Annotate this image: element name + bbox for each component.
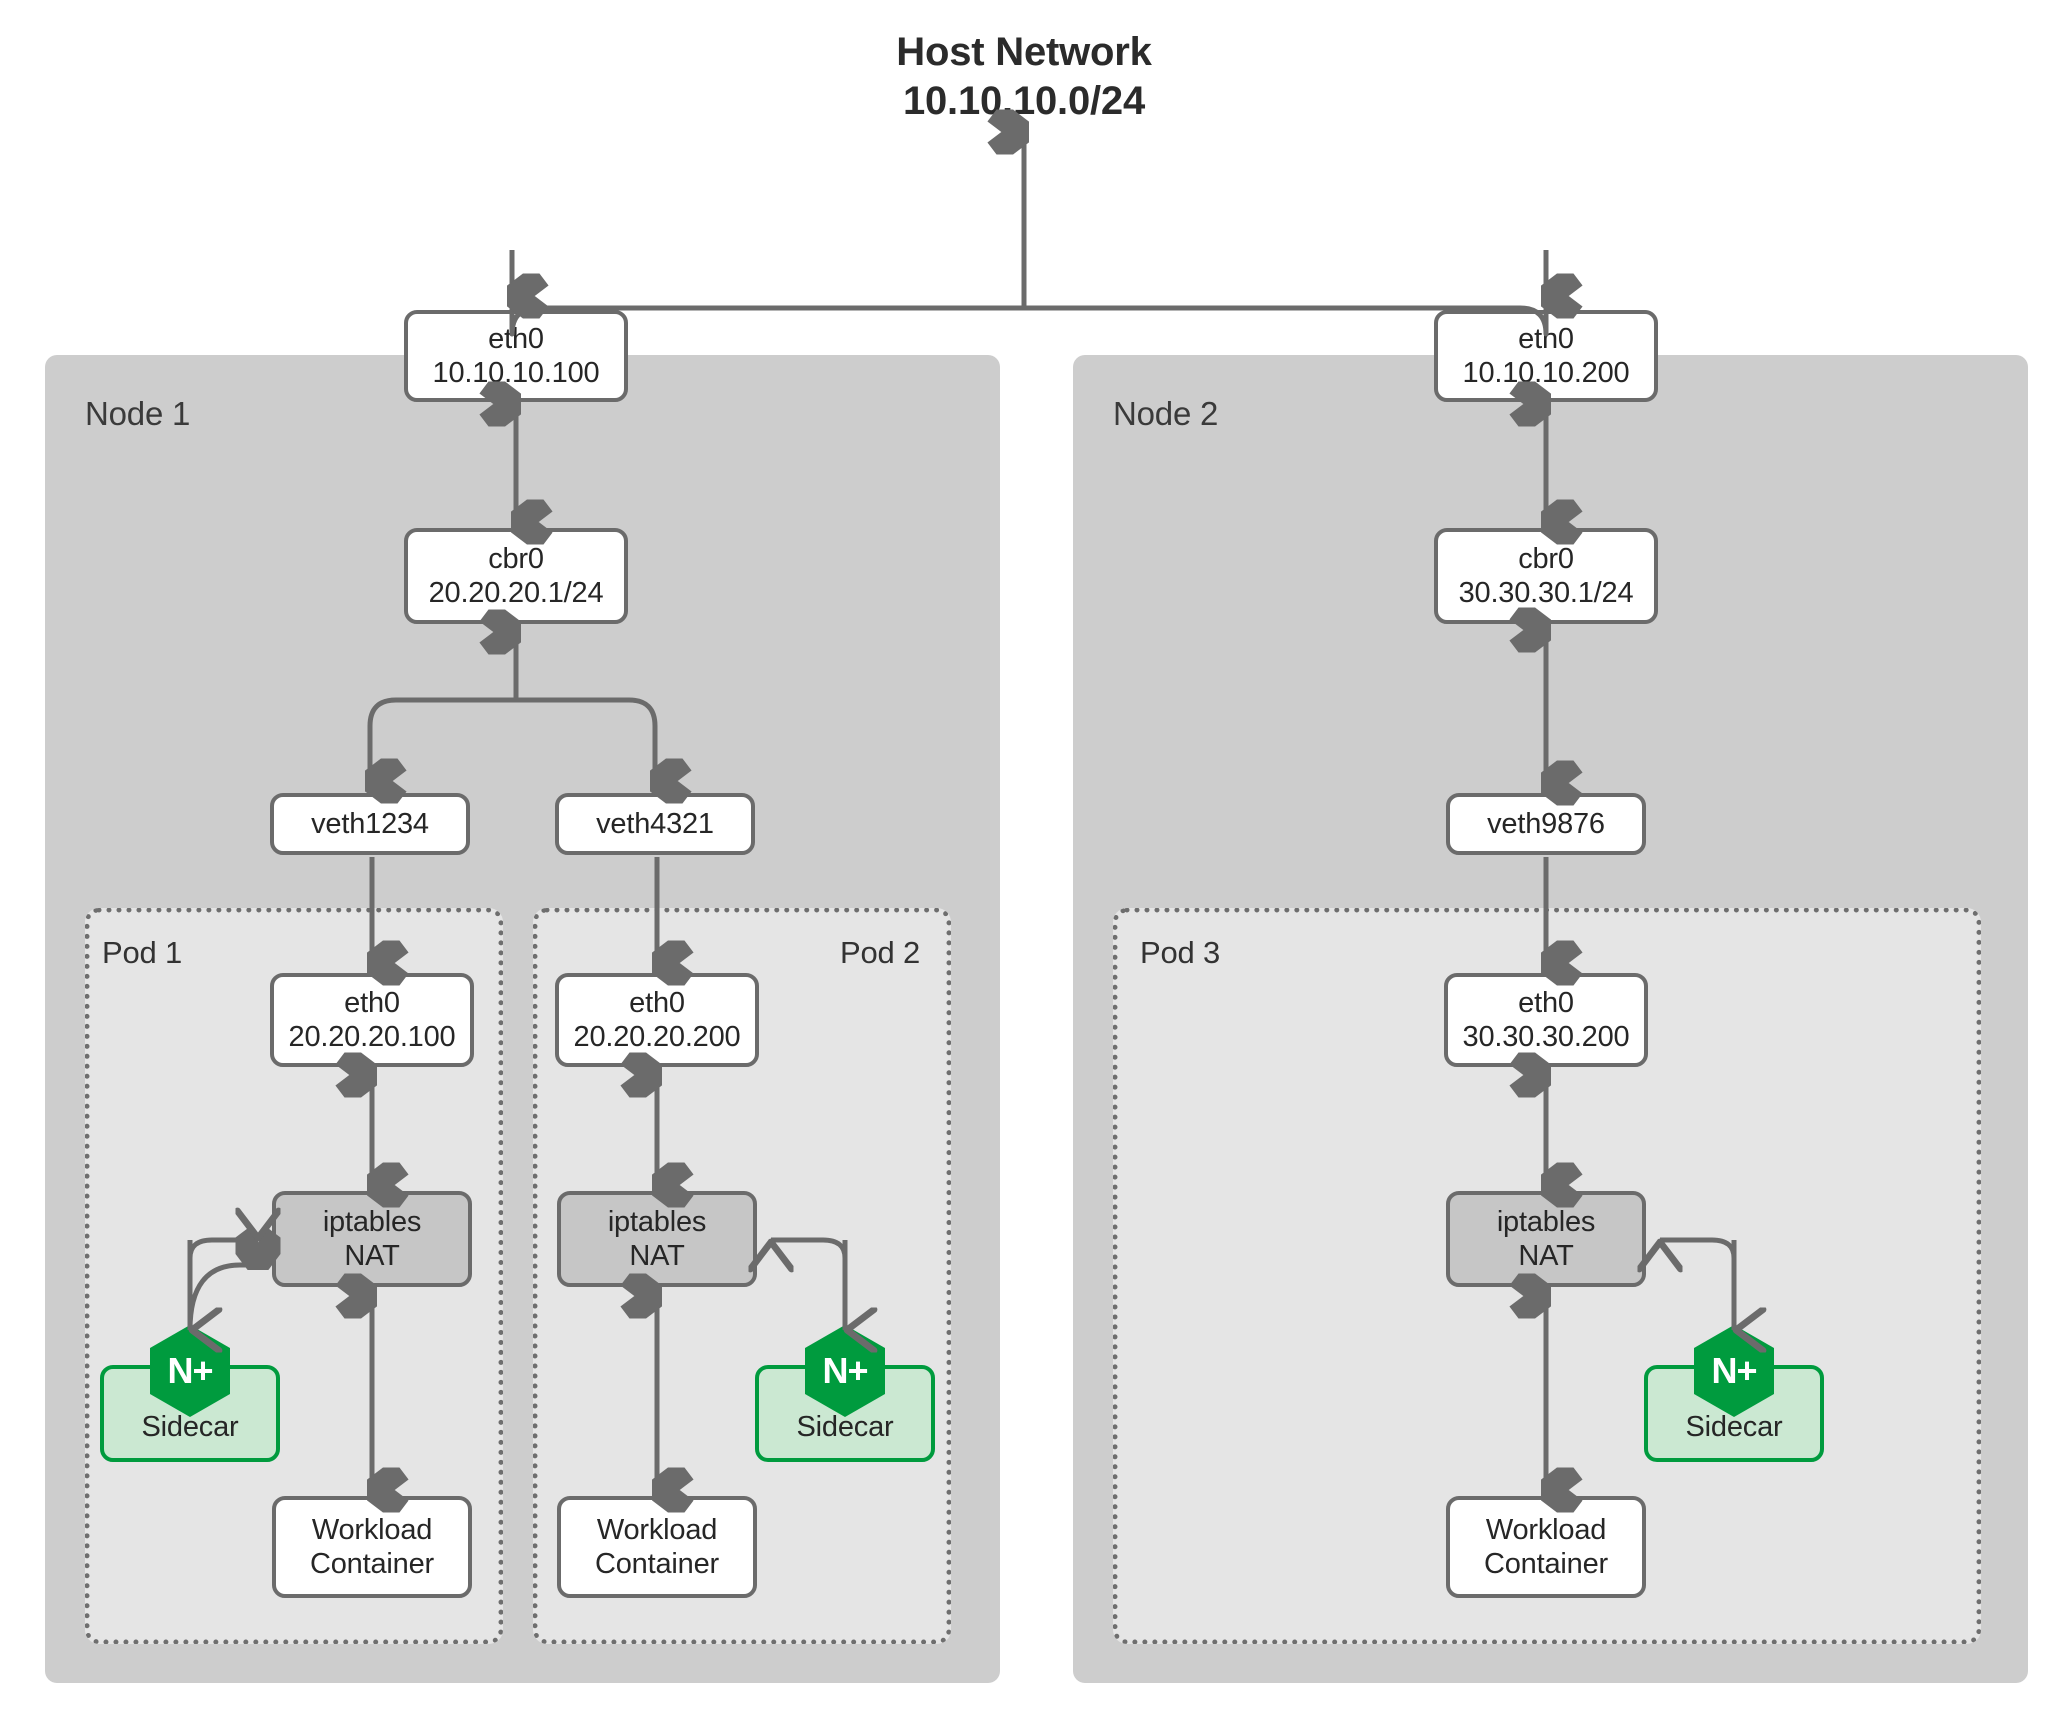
node-2-label: Node 2	[1113, 395, 1219, 432]
pod-3-eth0-ip: 30.30.30.200	[1462, 1021, 1630, 1053]
pod-1-iptables-nat-box[interactable]: iptables NAT	[272, 1191, 472, 1287]
nginx-plus-hexagon-icon: N+	[147, 1323, 233, 1419]
node-1-eth0-ip: 10.10.10.100	[432, 357, 600, 389]
pod-1-sidecar-box[interactable]: N+ Sidecar	[100, 1325, 280, 1462]
pod-3-iptables-nat-box[interactable]: iptables NAT	[1446, 1191, 1646, 1287]
pod-2-label: Pod 2	[840, 935, 921, 970]
pod-3-sidecar-box[interactable]: N+ Sidecar	[1644, 1325, 1824, 1462]
node-2-eth0-name: eth0	[1518, 322, 1574, 355]
node-1-cbr0-ip: 20.20.20.1/24	[428, 577, 604, 609]
pod-3-eth0-box[interactable]: eth0 30.30.30.200	[1444, 973, 1648, 1067]
pod-2-eth0-name: eth0	[629, 986, 685, 1019]
pod-2-workload-container-box[interactable]: Workload Container	[557, 1496, 757, 1598]
node-2-veth9876-label: veth9876	[1487, 807, 1605, 840]
pod-1-sidecar-badge-label: N+	[167, 1350, 213, 1391]
pod-2-nat-line1: iptables	[607, 1205, 707, 1238]
pod-1-workload-container-box[interactable]: Workload Container	[272, 1496, 472, 1598]
node-1-veth4321-label: veth4321	[596, 807, 714, 840]
node-1-cbr0-box[interactable]: cbr0 20.20.20.1/24	[404, 528, 628, 624]
node-2-cbr0-box[interactable]: cbr0 30.30.30.1/24	[1434, 528, 1658, 624]
pod-2-workload-line1: Workload	[596, 1513, 718, 1546]
node-1-eth0-name: eth0	[488, 322, 544, 355]
pod-3-eth0-name: eth0	[1518, 986, 1574, 1019]
pod-3-nat-line2: NAT	[1518, 1240, 1574, 1272]
nginx-plus-hexagon-icon: N+	[802, 1323, 888, 1419]
node-1-label: Node 1	[85, 395, 191, 432]
pod-1-eth0-name: eth0	[344, 986, 400, 1019]
pod-3-workload-container-box[interactable]: Workload Container	[1446, 1496, 1646, 1598]
pod-1-eth0-box[interactable]: eth0 20.20.20.100	[270, 973, 474, 1067]
node-2-eth0-box[interactable]: eth0 10.10.10.200	[1434, 310, 1658, 402]
diagram-title-line1: Host Network	[896, 30, 1152, 74]
pod-1-label: Pod 1	[102, 935, 183, 970]
node-2-veth9876-box[interactable]: veth9876	[1446, 793, 1646, 855]
node-1-veth1234-label: veth1234	[311, 807, 429, 840]
pod-1-nat-line2: NAT	[344, 1240, 400, 1272]
pod-1-workload-line2: Container	[310, 1548, 434, 1580]
pod-2-eth0-box[interactable]: eth0 20.20.20.200	[555, 973, 759, 1067]
pod-2-iptables-nat-box[interactable]: iptables NAT	[557, 1191, 757, 1287]
nginx-plus-hexagon-icon: N+	[1691, 1323, 1777, 1419]
diagram-title-line2: 10.10.10.0/24	[902, 78, 1146, 123]
node-2-eth0-ip: 10.10.10.200	[1462, 357, 1630, 389]
node-2-cbr0-ip: 30.30.30.1/24	[1458, 577, 1634, 609]
pod-3-workload-line1: Workload	[1485, 1513, 1607, 1546]
pod-2-nat-line2: NAT	[629, 1240, 685, 1272]
node-1-veth1234-box[interactable]: veth1234	[270, 793, 470, 855]
node-2-cbr0-name: cbr0	[1518, 542, 1574, 575]
pod-3-label: Pod 3	[1140, 935, 1221, 970]
pod-1-workload-line1: Workload	[311, 1513, 433, 1546]
pod-2-eth0-ip: 20.20.20.200	[573, 1021, 741, 1053]
pod-2-workload-line2: Container	[595, 1548, 719, 1580]
node-1-veth4321-box[interactable]: veth4321	[555, 793, 755, 855]
pod-3-sidecar-badge-label: N+	[1711, 1350, 1757, 1391]
pod-1-nat-line1: iptables	[322, 1205, 422, 1238]
pod-1-eth0-ip: 20.20.20.100	[288, 1021, 456, 1053]
pod-3-nat-line1: iptables	[1496, 1205, 1596, 1238]
node-1-cbr0-name: cbr0	[488, 542, 544, 575]
node-1-eth0-box[interactable]: eth0 10.10.10.100	[404, 310, 628, 402]
pod-2-sidecar-box[interactable]: N+ Sidecar	[755, 1325, 935, 1462]
pod-2-sidecar-badge-label: N+	[822, 1350, 868, 1391]
diagram-title: Host Network 10.10.10.0/24	[0, 28, 2048, 126]
pod-3-workload-line2: Container	[1484, 1548, 1608, 1580]
